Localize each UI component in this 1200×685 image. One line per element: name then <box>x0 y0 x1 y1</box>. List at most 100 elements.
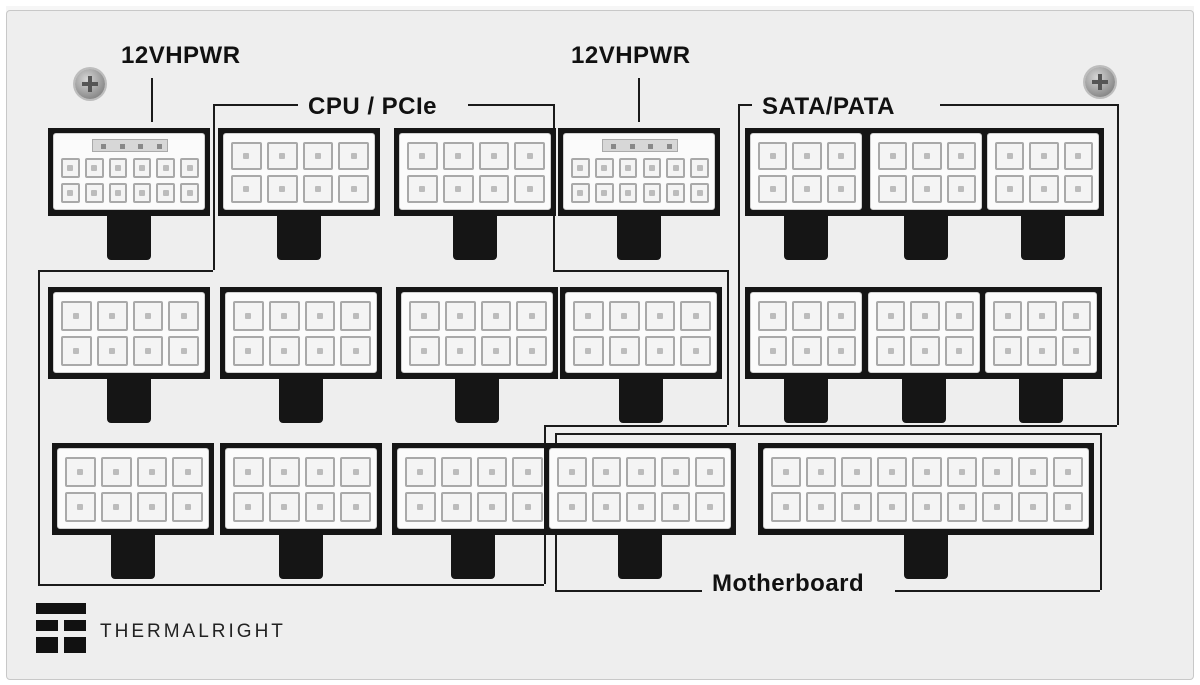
connector-sata-4 <box>745 287 867 423</box>
connector-pin <box>340 457 371 487</box>
connector-housing <box>985 292 1097 373</box>
connector-pin <box>695 457 725 487</box>
connector-pin <box>268 336 300 366</box>
connector-pin <box>476 457 508 487</box>
connector-latch <box>279 535 323 579</box>
group-line <box>544 425 727 427</box>
connector-latch <box>617 216 661 260</box>
connector-pin <box>644 301 676 331</box>
connector-pin <box>168 301 199 331</box>
connector-latch <box>111 535 155 579</box>
label-sata-pata: SATA/PATA <box>756 93 901 121</box>
connector-sata-5 <box>863 287 985 423</box>
group-line <box>213 104 215 270</box>
connector-motherboard-24pin <box>758 443 1094 579</box>
connector-pin <box>516 336 547 366</box>
connector-pin <box>132 336 164 366</box>
connector-latch <box>453 216 497 260</box>
connector-latch <box>902 379 946 423</box>
connector-motherboard-1 <box>392 443 554 579</box>
connector-pin <box>156 183 176 203</box>
connector-cpu-pcie-8 <box>220 443 382 579</box>
connector-pin <box>946 142 976 170</box>
connector-pin <box>233 457 264 487</box>
connector-latch <box>1019 379 1063 423</box>
connector-housing <box>53 133 205 210</box>
connector-pin <box>442 175 474 203</box>
connector-pin <box>156 158 176 178</box>
connector-pin <box>557 457 587 487</box>
group-line <box>895 590 1100 592</box>
group-line <box>738 104 752 106</box>
group-line <box>727 270 729 425</box>
connector-pin <box>61 183 80 203</box>
connector-latch <box>618 535 662 579</box>
connector-pin <box>233 492 264 522</box>
connector-pin <box>409 301 440 331</box>
connector-pin <box>65 492 96 522</box>
connector-pin <box>180 158 199 178</box>
connector-pin <box>571 158 590 178</box>
connector-pin <box>771 492 802 522</box>
connector-pin <box>1063 142 1093 170</box>
connector-pin <box>84 183 104 203</box>
connector-pin <box>1063 175 1093 203</box>
connector-cpu-pcie-1 <box>218 128 380 260</box>
connector-pin <box>680 336 711 366</box>
connector-pin <box>995 175 1025 203</box>
connector-pin <box>910 301 940 331</box>
connector-pin <box>826 336 856 366</box>
group-line <box>738 425 1117 427</box>
connector-pin <box>136 457 168 487</box>
group-line <box>553 270 727 272</box>
connector-pin <box>876 457 907 487</box>
connector-pin <box>944 301 974 331</box>
connector-pin <box>573 301 604 331</box>
connector-pin <box>1029 142 1059 170</box>
connector-pin <box>1027 336 1057 366</box>
connector-pin <box>268 492 300 522</box>
connector-pin <box>84 158 104 178</box>
connector-cpu-pcie-3 <box>48 287 210 423</box>
connector-pin <box>302 142 334 170</box>
connector-pin <box>136 492 168 522</box>
connector-pin <box>690 158 709 178</box>
connector-pin <box>512 457 543 487</box>
connector-pin <box>512 492 543 522</box>
connector-pin <box>947 457 978 487</box>
connector-pin <box>878 175 908 203</box>
connector-latch <box>619 379 663 423</box>
connector-pin <box>340 492 371 522</box>
screw-right-icon <box>1085 67 1115 97</box>
connector-latch <box>455 379 499 423</box>
hp-right-leader <box>638 78 640 122</box>
connector-pin <box>792 142 822 170</box>
connector-pin <box>912 142 942 170</box>
connector-housing <box>987 133 1099 210</box>
connector-pin <box>108 158 128 178</box>
connector-pin <box>476 492 508 522</box>
connector-pin <box>442 142 474 170</box>
connector-latch <box>1021 216 1065 260</box>
connector-sata-3 <box>982 128 1104 260</box>
connector-pin <box>405 457 436 487</box>
connector-pin <box>231 142 262 170</box>
connector-pin <box>480 301 512 331</box>
connector-pin <box>573 336 604 366</box>
connector-pin <box>440 457 472 487</box>
connector-pin <box>758 142 788 170</box>
connector-housing <box>53 292 205 373</box>
connector-pin <box>626 492 656 522</box>
connector-pin <box>168 336 199 366</box>
connector-pin <box>792 301 822 331</box>
group-line <box>38 270 40 584</box>
connector-pin <box>407 175 438 203</box>
connector-pin <box>947 492 978 522</box>
connector-pin <box>302 175 334 203</box>
connector-pin <box>690 183 709 203</box>
connector-pin <box>758 336 788 366</box>
connector-pin <box>944 336 974 366</box>
connector-pin <box>304 492 336 522</box>
connector-pin <box>266 175 298 203</box>
connector-sata-6 <box>980 287 1102 423</box>
